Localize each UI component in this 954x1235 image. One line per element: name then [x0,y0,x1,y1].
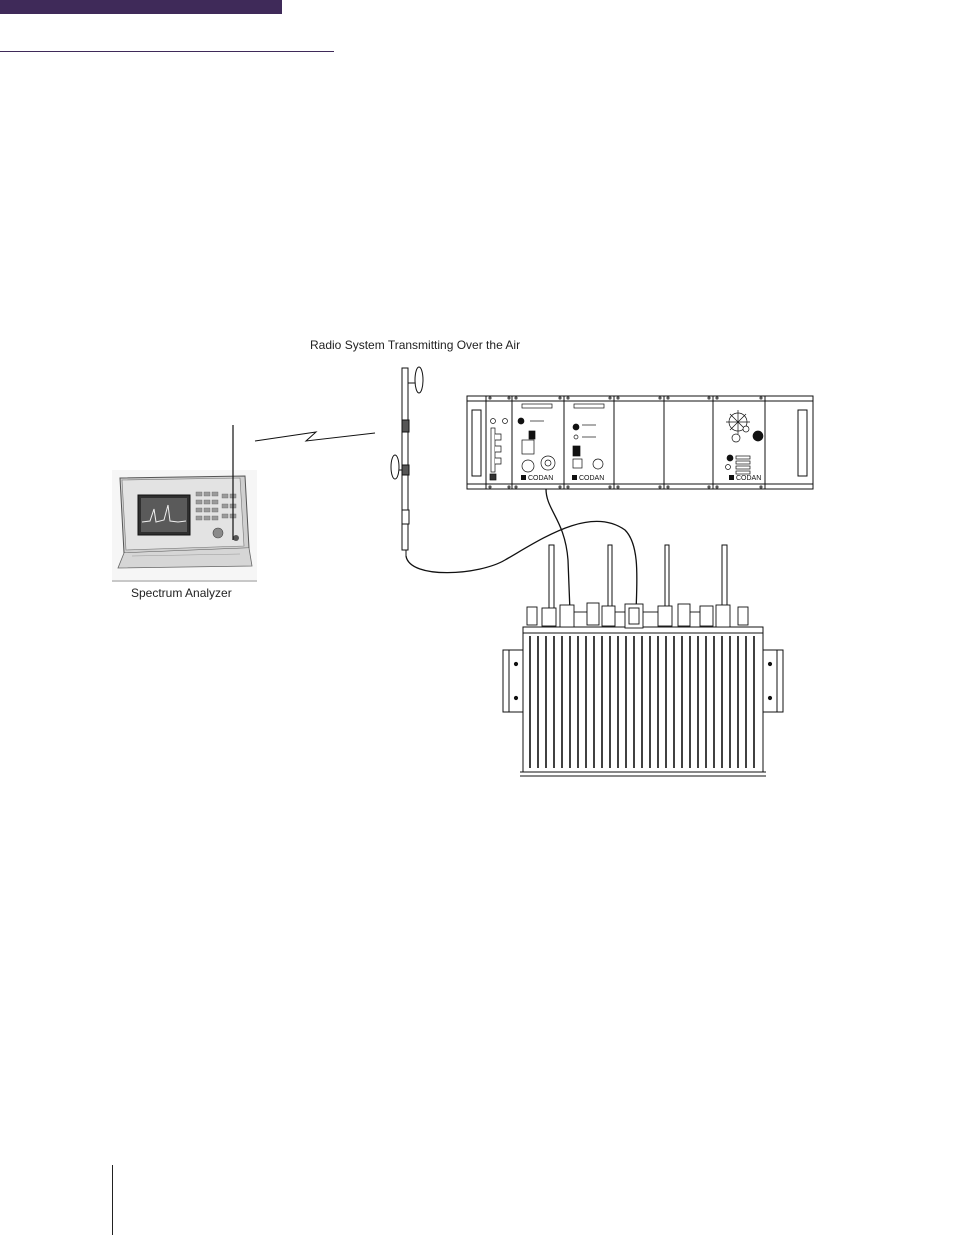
codan-logo-1: CODAN [521,475,553,482]
svg-text:CODAN: CODAN [579,475,604,482]
combiner-unit [502,544,784,777]
spectrum-analyzer-caption: Spectrum Analyzer [131,586,232,600]
svg-text:CODAN: CODAN [528,475,553,482]
wireless-signal-icon [254,431,376,442]
radio-rack [466,395,814,490]
coax-cables [405,488,638,613]
codan-logo-3: CODAN [729,475,761,482]
footer-rule [112,1165,113,1235]
radio-system-caption: Radio System Transmitting Over the Air [310,338,521,352]
codan-logo-2: CODAN [572,475,604,482]
header-accent-bar [0,0,282,14]
svg-text:CODAN: CODAN [736,475,761,482]
header-rule [0,51,334,52]
spectrum-analyzer-illustration [112,425,257,582]
antenna-mast [390,366,424,556]
